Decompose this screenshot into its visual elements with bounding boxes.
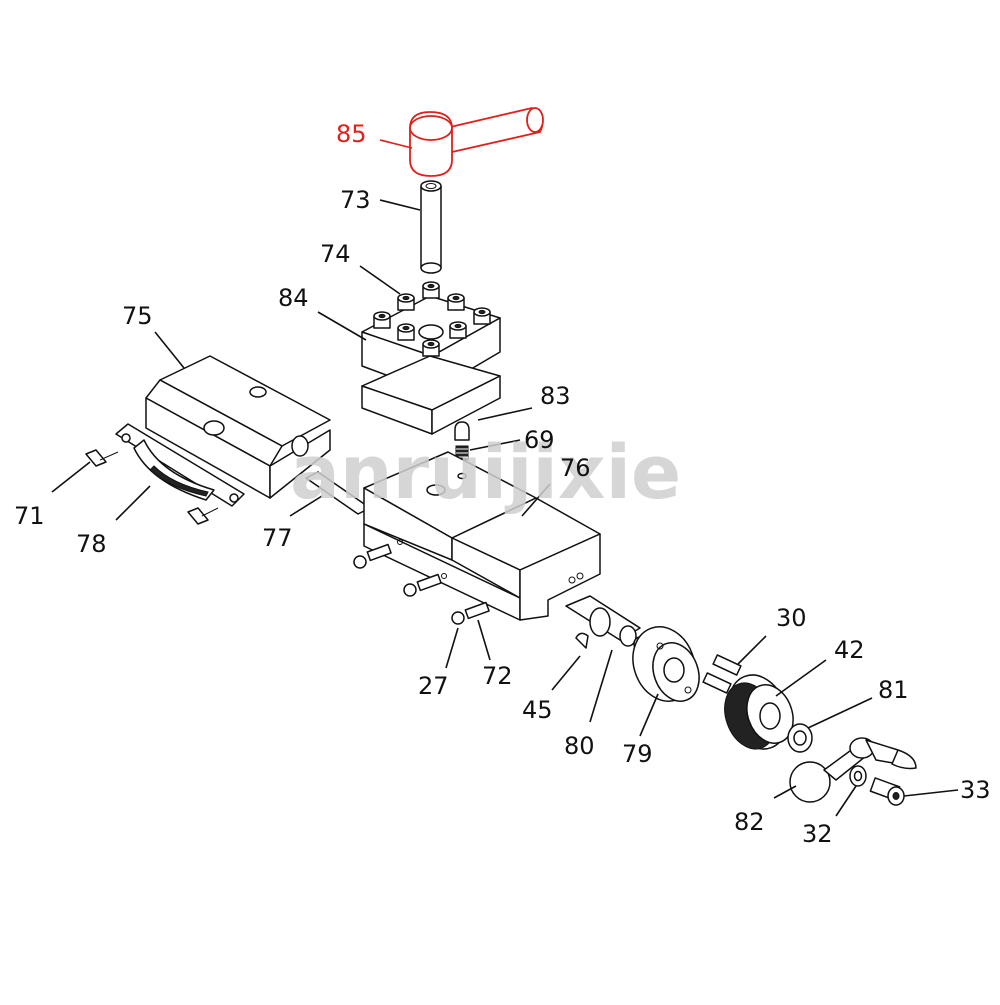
part-71-scale-screws	[85, 449, 219, 525]
leader-71	[51, 461, 91, 493]
label-72: 72	[482, 662, 513, 690]
leader-81	[807, 697, 873, 729]
part-42-graduated-dial	[724, 674, 794, 750]
leader-80	[589, 649, 613, 723]
part-30-screws	[702, 654, 742, 694]
part-78-angle-scale	[115, 423, 245, 507]
part-80-lead-screw	[565, 595, 647, 652]
label-71: 71	[14, 502, 45, 530]
leader-lines	[51, 139, 959, 817]
part-75-swivel-base	[145, 355, 331, 499]
part-33-screw	[869, 777, 905, 806]
leader-74	[359, 265, 401, 295]
label-75: 75	[122, 302, 153, 330]
leader-75	[154, 331, 185, 369]
leader-76	[521, 483, 551, 517]
label-30: 30	[776, 604, 807, 632]
label-45: 45	[522, 696, 553, 724]
leader-79	[639, 693, 659, 737]
part-74-socket-screws	[373, 281, 491, 357]
leader-45	[551, 655, 581, 691]
label-84: 84	[278, 284, 309, 312]
label-81: 81	[878, 676, 909, 704]
part-45-key	[575, 632, 589, 649]
label-78: 78	[76, 530, 107, 558]
part-76-top-slide	[363, 451, 601, 621]
part-83-base-plate	[361, 355, 501, 435]
leader-73	[379, 199, 421, 211]
leader-82	[773, 785, 797, 799]
leader-42	[775, 659, 827, 697]
leader-77	[289, 495, 323, 517]
part-32-nut	[849, 765, 867, 787]
label-79: 79	[622, 740, 653, 768]
label-27: 27	[418, 672, 449, 700]
label-69: 69	[524, 426, 555, 454]
label-77: 77	[262, 524, 293, 552]
label-76: 76	[560, 454, 591, 482]
leader-85	[379, 139, 413, 149]
label-74: 74	[320, 240, 351, 268]
leader-30	[737, 635, 767, 665]
part-27-72-gib-screws	[353, 543, 490, 625]
leader-84	[317, 311, 367, 341]
leader-32	[835, 785, 857, 817]
label-42: 42	[834, 636, 865, 664]
part-79-bracket	[632, 626, 700, 702]
part-labels: 85 73 74 84 75 83 69 76 71 78 77 30 42 8…	[14, 120, 991, 848]
watermark-text: anruijixie	[290, 430, 681, 516]
label-80: 80	[564, 732, 595, 760]
leader-78	[115, 485, 151, 521]
label-32: 32	[802, 820, 833, 848]
leader-27	[445, 627, 459, 669]
label-73: 73	[340, 186, 371, 214]
label-85: 85	[336, 120, 367, 148]
part-81-washer	[787, 723, 813, 753]
leader-72	[477, 619, 491, 661]
part-73-stud	[420, 180, 442, 274]
leader-69	[469, 439, 521, 451]
part-85-handle	[409, 107, 544, 177]
label-33: 33	[960, 776, 991, 804]
part-69-plunger-spring	[454, 421, 470, 461]
part-82-crank-handle	[789, 737, 917, 803]
label-82: 82	[734, 808, 765, 836]
leader-33	[903, 789, 959, 797]
label-83: 83	[540, 382, 571, 410]
leader-83	[477, 407, 533, 421]
